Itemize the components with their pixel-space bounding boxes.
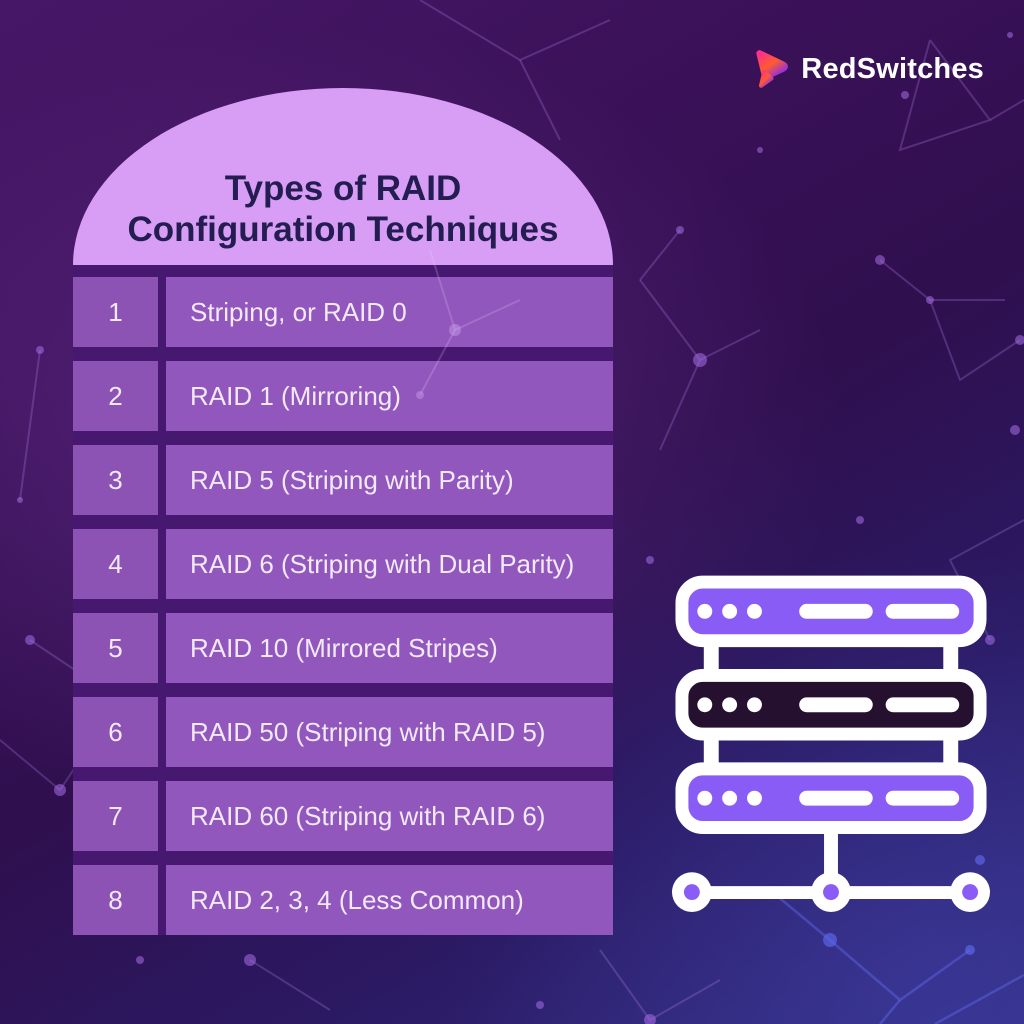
raid-panel: Types of RAID Configuration Techniques 1… [73, 88, 613, 935]
row-label-cell: RAID 60 (Striping with RAID 6) [166, 781, 613, 851]
brand-name: RedSwitches [801, 52, 984, 85]
table-row: 7 RAID 60 (Striping with RAID 6) [73, 781, 613, 851]
row-number-cell: 4 [73, 529, 158, 599]
title-dome: Types of RAID Configuration Techniques [73, 88, 613, 265]
page-title: Types of RAID Configuration Techniques [73, 169, 613, 251]
page-title-line1: Types of RAID [224, 169, 462, 209]
row-number-cell: 5 [73, 613, 158, 683]
server-stack-network-icon [672, 575, 990, 912]
page-title-line2: Configuration Techniques [127, 210, 559, 250]
row-label-cell: RAID 6 (Striping with Dual Parity) [166, 529, 613, 599]
table-row: 3 RAID 5 (Striping with Parity) [73, 445, 613, 515]
row-number-cell: 2 [73, 361, 158, 431]
row-label-cell: RAID 50 (Striping with RAID 5) [166, 697, 613, 767]
table-row: 1 Striping, or RAID 0 [73, 277, 613, 347]
row-number-cell: 6 [73, 697, 158, 767]
table-row: 6 RAID 50 (Striping with RAID 5) [73, 697, 613, 767]
table-row: 5 RAID 10 (Mirrored Stripes) [73, 613, 613, 683]
row-label-cell: RAID 5 (Striping with Parity) [166, 445, 613, 515]
row-label-cell: Striping, or RAID 0 [166, 277, 613, 347]
table-row: 2 RAID 1 (Mirroring) [73, 361, 613, 431]
redswitches-logo-icon [756, 50, 789, 88]
table-row: 4 RAID 6 (Striping with Dual Parity) [73, 529, 613, 599]
row-label-cell: RAID 1 (Mirroring) [166, 361, 613, 431]
table-row: 8 RAID 2, 3, 4 (Less Common) [73, 865, 613, 935]
row-label-cell: RAID 10 (Mirrored Stripes) [166, 613, 613, 683]
row-label-cell: RAID 2, 3, 4 (Less Common) [166, 865, 613, 935]
raid-table: 1 Striping, or RAID 0 2 RAID 1 (Mirrorin… [73, 265, 613, 935]
brand-logo: RedSwitches [750, 46, 984, 92]
row-number-cell: 3 [73, 445, 158, 515]
row-number-cell: 7 [73, 781, 158, 851]
row-number-cell: 8 [73, 865, 158, 935]
row-number-cell: 1 [73, 277, 158, 347]
